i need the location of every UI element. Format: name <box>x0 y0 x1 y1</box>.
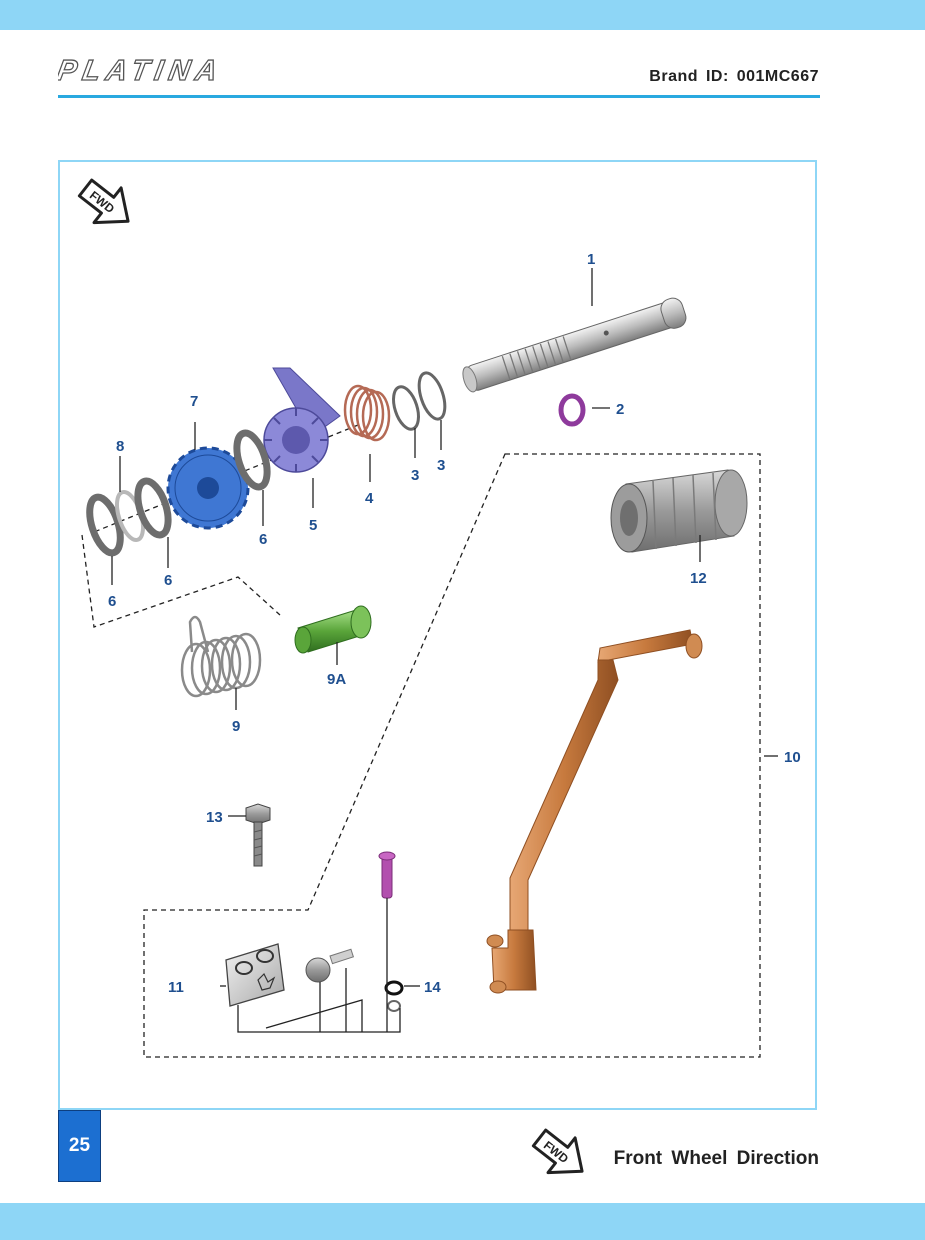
small-oring-part <box>384 980 404 1012</box>
page-number: 25 <box>58 1110 101 1182</box>
callout-9a: 9A <box>327 671 346 688</box>
front-wheel-direction-label: Front Wheel Direction <box>613 1148 819 1169</box>
callout-11: 11 <box>168 979 184 996</box>
rubber-grip-part <box>610 469 748 553</box>
callout-14: 14 <box>424 979 441 996</box>
bottom-band <box>0 1203 925 1240</box>
exploded-parts-diagram: FWD <box>77 178 801 1058</box>
callout-6c: 6 <box>108 593 116 610</box>
fwd-legend-icon: FWD <box>531 1128 584 1175</box>
o-ring-part <box>558 393 586 427</box>
platina-logo: PLATINA <box>58 56 226 84</box>
kick-gear-part <box>166 446 250 530</box>
callout-8: 8 <box>116 438 124 455</box>
callout-4: 4 <box>365 490 374 507</box>
kick-lever-part <box>486 629 703 994</box>
fwd-arrow-icon: FWD <box>77 178 130 225</box>
callout-7: 7 <box>190 393 198 410</box>
callout-2: 2 <box>616 401 624 418</box>
callout-9: 9 <box>232 718 240 735</box>
callout-1: 1 <box>587 251 595 268</box>
callout-6a: 6 <box>259 531 267 548</box>
pin-part <box>378 851 396 899</box>
callout-numbers: 1 2 3 3 4 5 6 6 6 7 8 9 9A 10 11 12 13 1… <box>108 251 801 996</box>
callout-10: 10 <box>784 749 801 766</box>
thrust-washer-parts <box>86 429 271 557</box>
logo-text: PLATINA <box>58 56 226 84</box>
kick-shaft-part <box>462 297 687 393</box>
callout-12: 12 <box>690 570 707 587</box>
leader-lines <box>111 268 778 1033</box>
callout-3b: 3 <box>437 457 445 474</box>
lever-clamp-part <box>225 943 355 1007</box>
brand-id: Brand ID: 001MC667 <box>649 68 819 85</box>
callout-5: 5 <box>309 517 317 534</box>
bush-part <box>294 605 372 654</box>
callout-13: 13 <box>206 809 223 826</box>
header-rule <box>58 95 820 98</box>
top-band <box>0 0 925 30</box>
circlip-parts <box>392 371 447 431</box>
callout-6b: 6 <box>164 572 172 589</box>
callout-3a: 3 <box>411 467 419 484</box>
return-spring-part <box>180 615 262 698</box>
bolt-part <box>245 803 271 867</box>
coil-spring-part <box>343 384 391 442</box>
ratchet-part <box>263 367 341 473</box>
diagram-frame <box>58 160 817 1110</box>
